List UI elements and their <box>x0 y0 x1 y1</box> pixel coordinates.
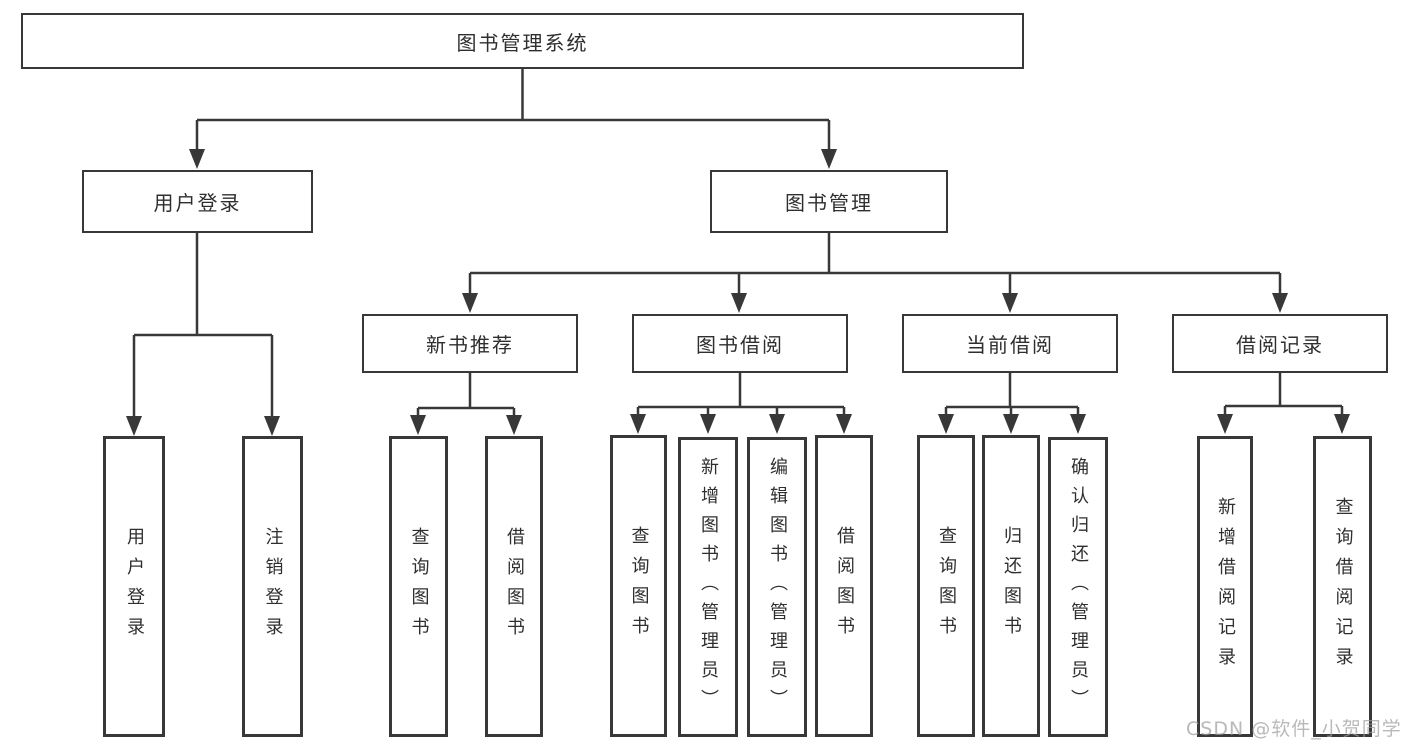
node-label: 当前借阅 <box>966 333 1054 357</box>
leaf-label: 用户登录 <box>124 526 145 647</box>
node-current-borrowing: 当前借阅 <box>902 314 1118 373</box>
leaf-query-borrow-record: 查询借阅记录 <box>1313 436 1372 737</box>
leaf-query-books-recommend: 查询图书 <box>389 436 448 737</box>
leaf-label: 编辑图书（管理员） <box>767 456 788 718</box>
leaf-borrow-books-recommend: 借阅图书 <box>485 436 543 737</box>
leaf-label: 借阅图书 <box>504 526 525 647</box>
leaf-label: 查询图书 <box>408 526 430 647</box>
leaf-edit-books-admin: 编辑图书（管理员） <box>747 437 807 737</box>
leaf-borrow-books-borrow: 借阅图书 <box>815 435 873 737</box>
leaf-label: 新增图书（管理员） <box>698 456 719 718</box>
leaf-logout-login: 注销登录 <box>242 436 303 737</box>
node-label: 图书管理系统 <box>456 30 589 55</box>
leaf-confirm-return-admin: 确认归还（管理员） <box>1048 437 1108 737</box>
leaf-add-books-admin: 新增图书（管理员） <box>678 437 738 737</box>
node-book-management: 图书管理 <box>710 170 948 233</box>
leaf-label: 查询借阅记录 <box>1332 496 1354 677</box>
node-new-book-recommend: 新书推荐 <box>362 314 578 373</box>
leaf-label: 借阅图书 <box>834 526 855 646</box>
node-book-borrowing: 图书借阅 <box>632 314 848 373</box>
leaf-label: 新增借阅记录 <box>1215 496 1236 677</box>
leaf-query-books-borrow: 查询图书 <box>610 435 667 737</box>
leaf-label: 查询图书 <box>628 526 650 646</box>
node-label: 借阅记录 <box>1236 333 1324 357</box>
node-label: 图书借阅 <box>696 333 784 357</box>
leaf-label: 确认归还（管理员） <box>1068 456 1089 718</box>
node-borrowing-records: 借阅记录 <box>1172 314 1388 373</box>
leaf-label: 注销登录 <box>262 526 284 647</box>
node-label: 新书推荐 <box>426 333 514 357</box>
leaf-return-books: 归还图书 <box>982 435 1040 737</box>
node-library-management-system: 图书管理系统 <box>21 13 1024 69</box>
leaf-query-books-current: 查询图书 <box>917 435 975 737</box>
node-label: 图书管理 <box>785 191 873 215</box>
node-label: 用户登录 <box>153 191 242 215</box>
leaf-add-borrow-record: 新增借阅记录 <box>1197 436 1253 737</box>
node-user-login: 用户登录 <box>82 170 313 233</box>
leaf-label: 查询图书 <box>936 526 957 646</box>
leaf-label: 归还图书 <box>1001 526 1022 646</box>
watermark: CSDN @软件_小贺同学 <box>1186 718 1402 740</box>
leaf-user-login: 用户登录 <box>103 436 165 737</box>
